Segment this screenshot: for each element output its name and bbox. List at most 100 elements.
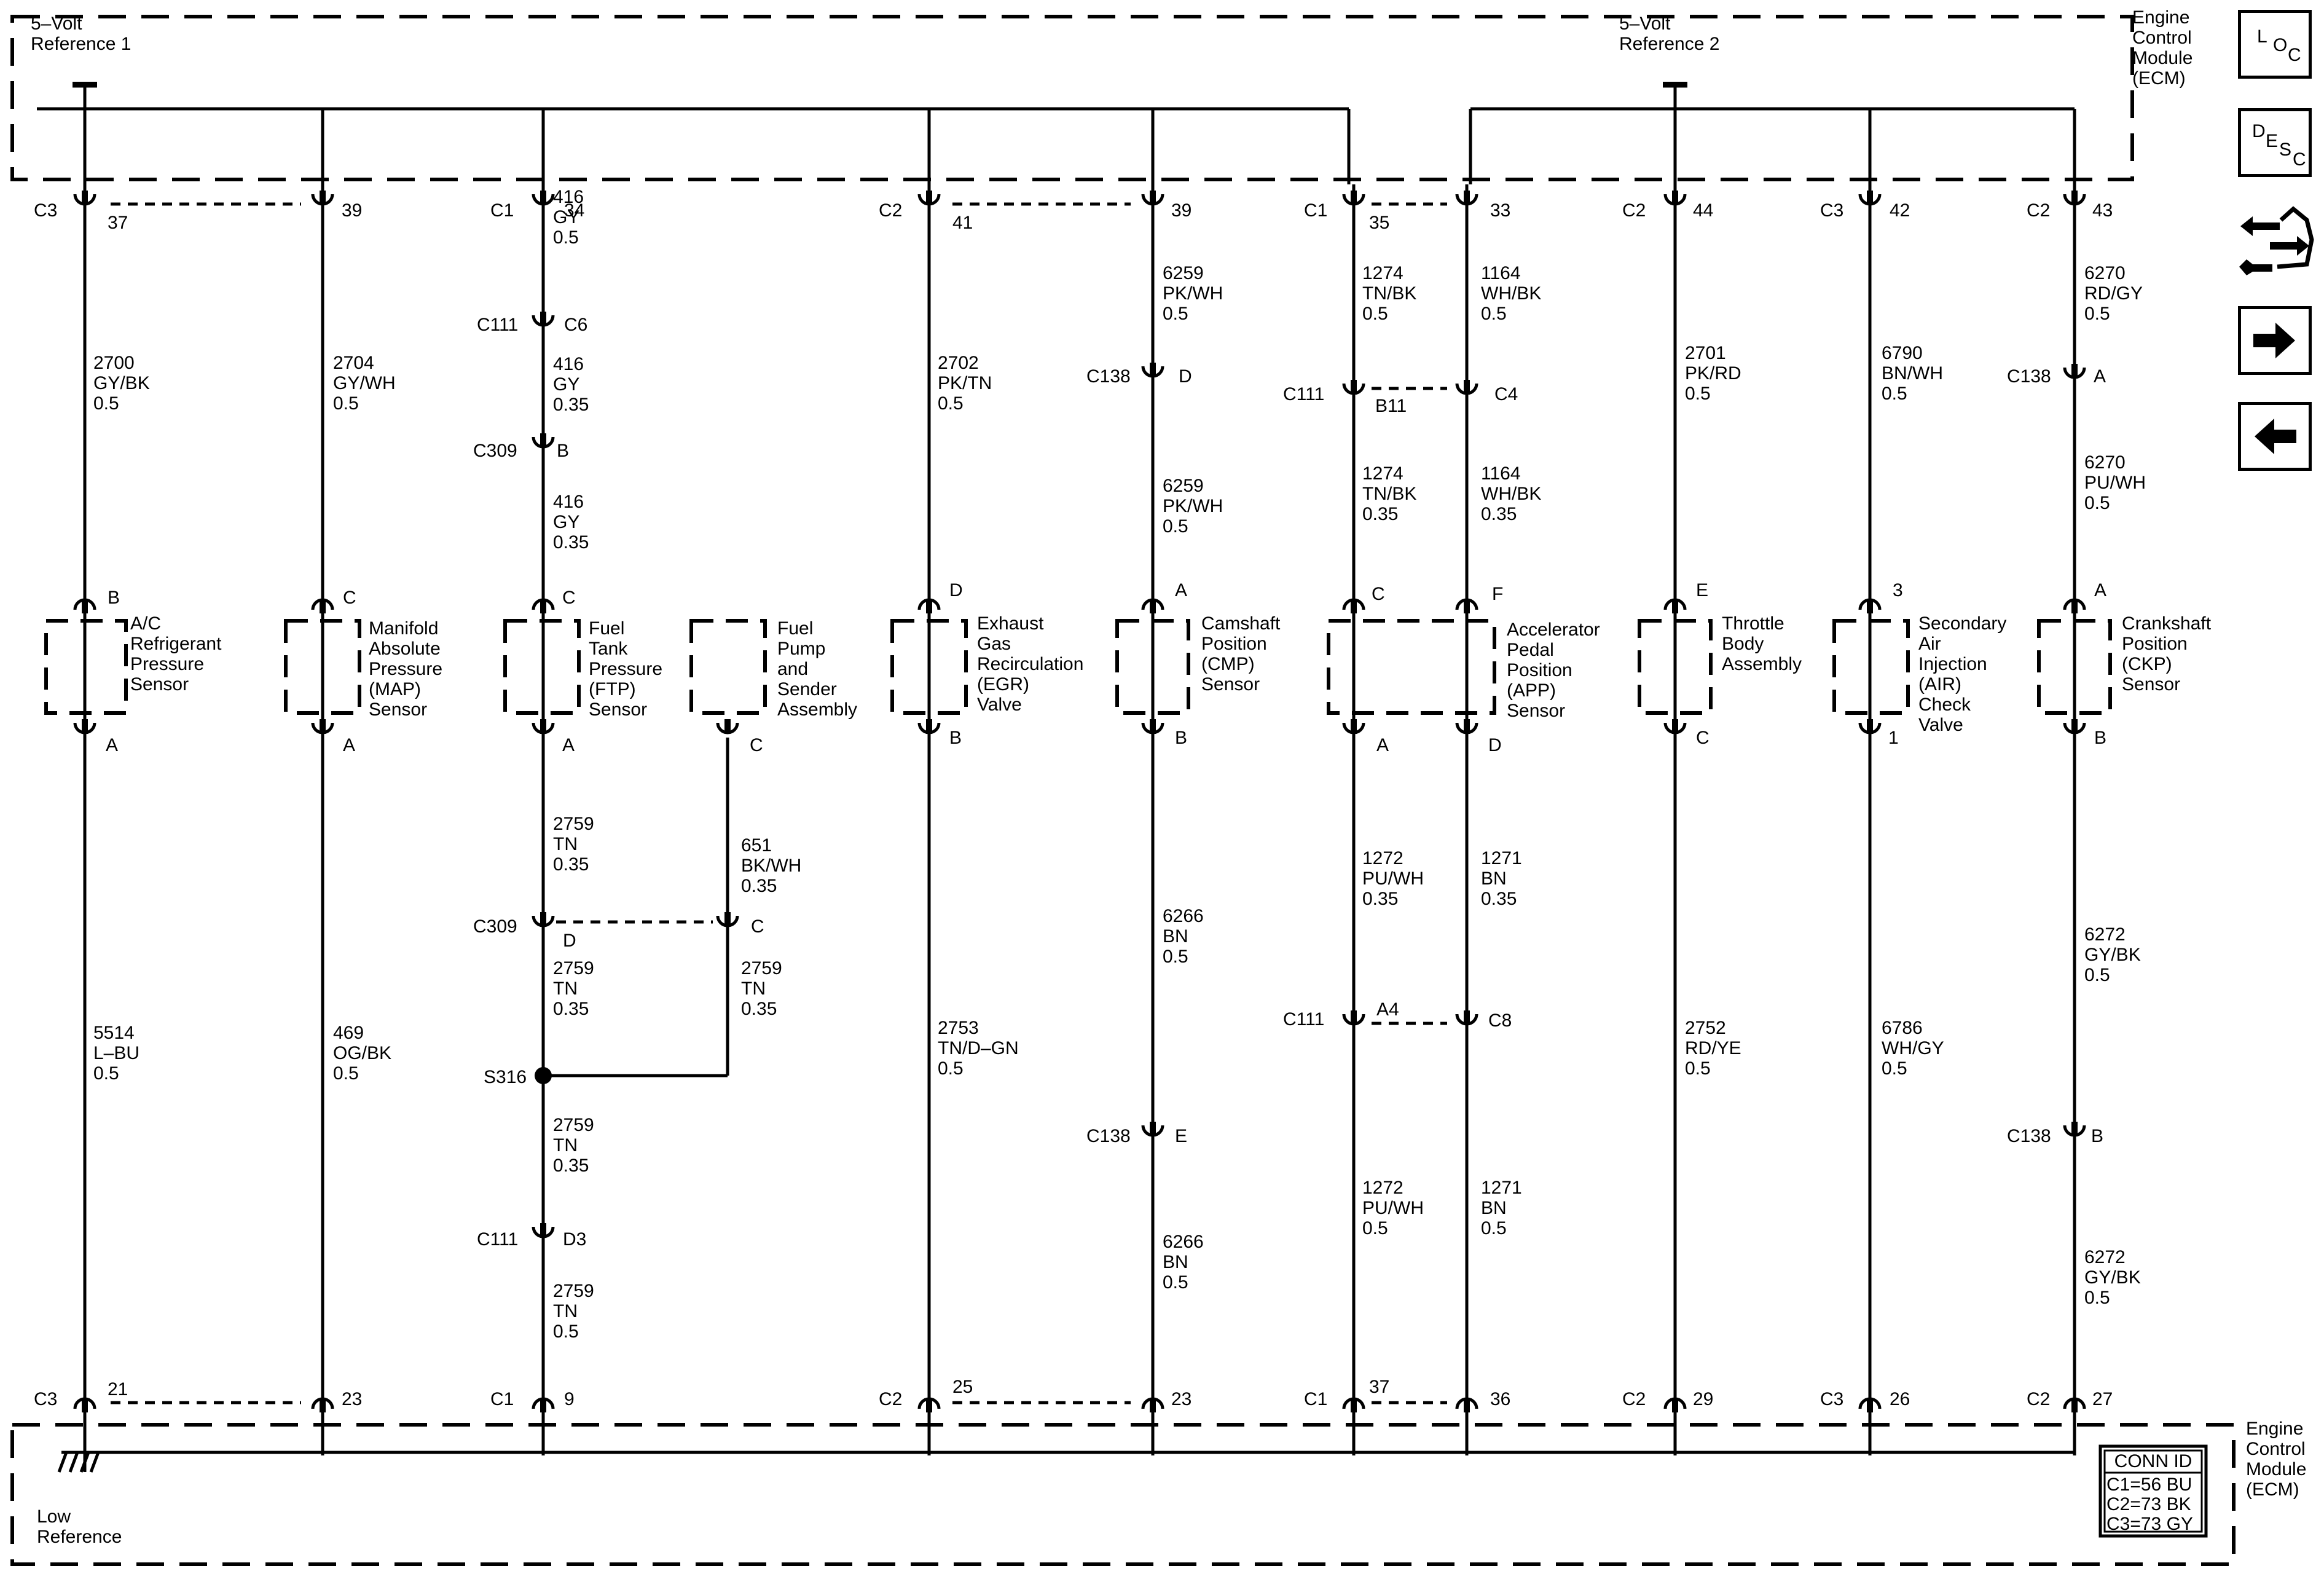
wire-label-w34-line-1: 6272: [2084, 924, 2126, 945]
wire-label-w11-line-1: 2759: [553, 1281, 594, 1301]
wire-label-w5-line-2: GY: [553, 207, 579, 227]
conn-id-row-1: C1=56 BU: [2106, 1475, 2192, 1495]
wire-label-w33-line-3: 0.5: [2084, 493, 2110, 513]
wire-label-w23-line-2: PU/WH: [1362, 1198, 1424, 1218]
ecm-top-pin-4-stem: [926, 191, 932, 205]
wire-label-w8-line-1: 2759: [553, 814, 594, 834]
ref2-label-line-2: Reference 2: [1619, 34, 1719, 54]
wire-label-w28-line-2: PK/RD: [1685, 363, 1741, 384]
component-box-ac: [44, 619, 128, 715]
ecm-bottom-pin-1-stem: [82, 1398, 88, 1412]
wire-label-w15-line-1: 2753: [938, 1018, 979, 1038]
component-label-fuelpump-line-2: Pump: [777, 639, 825, 659]
wire-label-w1-line-2: GY/BK: [93, 373, 150, 393]
component-bottom-pin-8-stem: [1464, 719, 1470, 734]
conn-id-title: CONN ID: [2114, 1451, 2192, 1471]
ecm-bottom-label-line-4: (ECM): [2246, 1479, 2299, 1500]
wrench-and-connector-icon[interactable]: [2234, 203, 2315, 277]
wire-label-w35-line-2: GY/BK: [2084, 1267, 2141, 1288]
wire-label-w8-line-3: 0.35: [553, 854, 589, 875]
wire-label-w12-line-1: 651: [741, 835, 772, 856]
component-label-air-line-5: Check: [1918, 695, 1971, 715]
inline-connector-7-stem: [1351, 380, 1357, 395]
component-label-air-line-1: Secondary: [1918, 613, 2006, 634]
wire-label-w2-line-1: 5514: [93, 1023, 135, 1043]
loc-letter-c: C: [2288, 45, 2301, 65]
pin-label-t71: B11: [1375, 396, 1407, 416]
pin-label-t52: 3: [1893, 580, 1903, 600]
pin-label-t54: A: [2094, 580, 2106, 600]
ecm-top-pin-9-stem: [1867, 191, 1873, 205]
pin-label-t30: 29: [1693, 1389, 1713, 1409]
pin-label-t67: D: [1179, 366, 1192, 387]
inline-connector-12-stem: [2071, 1122, 2078, 1136]
pin-label-t7: 41: [952, 213, 973, 233]
ecm-top-label-line-2: Control: [2132, 28, 2192, 48]
component-label-egr-line-1: Exhaust: [977, 613, 1044, 634]
pin-label-t12: C2: [1622, 200, 1646, 221]
pin-label-t61: D: [563, 931, 576, 951]
pin-label-t11: 33: [1490, 200, 1510, 221]
desc-letter-s: S: [2279, 140, 2292, 160]
wire-label-w23-line-3: 0.5: [1362, 1218, 1388, 1238]
ecm-top-pin-2-stem: [320, 191, 326, 205]
wire-label-w26-line-2: BN: [1481, 868, 1507, 889]
wire-label-w29-line-2: RD/YE: [1685, 1038, 1741, 1058]
ground-label-line-2: Reference: [37, 1527, 122, 1547]
component-box-fuelpump: [689, 619, 767, 715]
component-label-air-line-3: Injection: [1918, 654, 1987, 674]
wire-label-w27-line-1: 1271: [1481, 1178, 1522, 1198]
wire-label-w18-line-1: 6266: [1163, 906, 1204, 926]
wire-label-w34-line-2: GY/BK: [2084, 945, 2141, 965]
wire-label-w30-line-3: 0.5: [1882, 384, 1907, 404]
component-label-app-line-3: Position: [1507, 660, 1572, 680]
ecm-top-pin-6-stem: [1351, 191, 1357, 205]
pin-label-t14: C3: [1820, 200, 1843, 221]
pin-label-t18: C3: [34, 1389, 57, 1409]
next-page-button[interactable]: [2238, 306, 2312, 375]
wire-label-w34-line-3: 0.5: [2084, 965, 2110, 985]
wire-label-w14-line-3: 0.5: [938, 393, 964, 414]
component-top-pin-2-stem: [320, 599, 326, 613]
wire-label-w23-line-1: 1272: [1362, 1178, 1403, 1198]
wire-label-w21-line-2: TN/BK: [1362, 484, 1416, 504]
wire-label-w19-line-2: BN: [1163, 1252, 1188, 1272]
wire-label-w5-line-3: 0.5: [553, 227, 579, 248]
wire-label-w13-line-2: TN: [741, 979, 766, 999]
ground-symbol: [57, 1451, 100, 1473]
wire-label-w15-line-3: 0.5: [938, 1058, 964, 1079]
wire-label-w25-line-2: WH/BK: [1481, 484, 1541, 504]
pin-label-t45: B: [1175, 728, 1187, 748]
ecm-bottom-pin-2-stem: [320, 1398, 326, 1412]
wire-label-w35-line-1: 6272: [2084, 1247, 2126, 1267]
wire-label-w9-line-1: 2759: [553, 958, 594, 979]
component-box-map: [284, 619, 361, 715]
pin-label-t10: 35: [1369, 213, 1389, 233]
ecm-bottom-box: [10, 1423, 2236, 1566]
pin-label-t38: A: [343, 735, 355, 755]
pin-label-t1: C3: [34, 200, 57, 221]
component-label-app-line-1: Accelerator: [1507, 620, 1600, 640]
wire-label-w32-line-3: 0.5: [2084, 304, 2110, 324]
ecm-top-box: [10, 15, 2134, 181]
wire-label-w6-line-1: 416: [553, 354, 584, 374]
pin-label-t47: F: [1492, 584, 1503, 604]
component-label-fuelpump-line-3: and: [777, 659, 808, 679]
ecm-top-pin-3-stem: [540, 191, 546, 205]
previous-page-button[interactable]: [2238, 402, 2312, 471]
location-button[interactable]: L O C: [2238, 10, 2312, 79]
pin-label-t44: A: [1175, 580, 1187, 600]
ecm-bottom-label-line-2: Control: [2246, 1439, 2306, 1459]
component-label-ckp-line-4: Sensor: [2122, 674, 2180, 695]
pin-label-t13: 44: [1693, 200, 1713, 221]
description-button[interactable]: D E S C: [2238, 108, 2312, 177]
pin-label-t27: 37: [1369, 1377, 1389, 1397]
wire-label-w4-line-2: OG/BK: [333, 1043, 391, 1063]
wire-label-w18-line-2: BN: [1163, 926, 1188, 947]
pin-label-t75: C8: [1488, 1010, 1512, 1031]
loc-letter-o: O: [2273, 35, 2288, 55]
wire-label-w7-line-2: GY: [553, 512, 579, 532]
wire-label-w19-line-3: 0.5: [1163, 1272, 1188, 1293]
wire-label-w3-line-1: 2704: [333, 353, 374, 373]
component-label-map-line-3: Pressure: [369, 659, 442, 679]
